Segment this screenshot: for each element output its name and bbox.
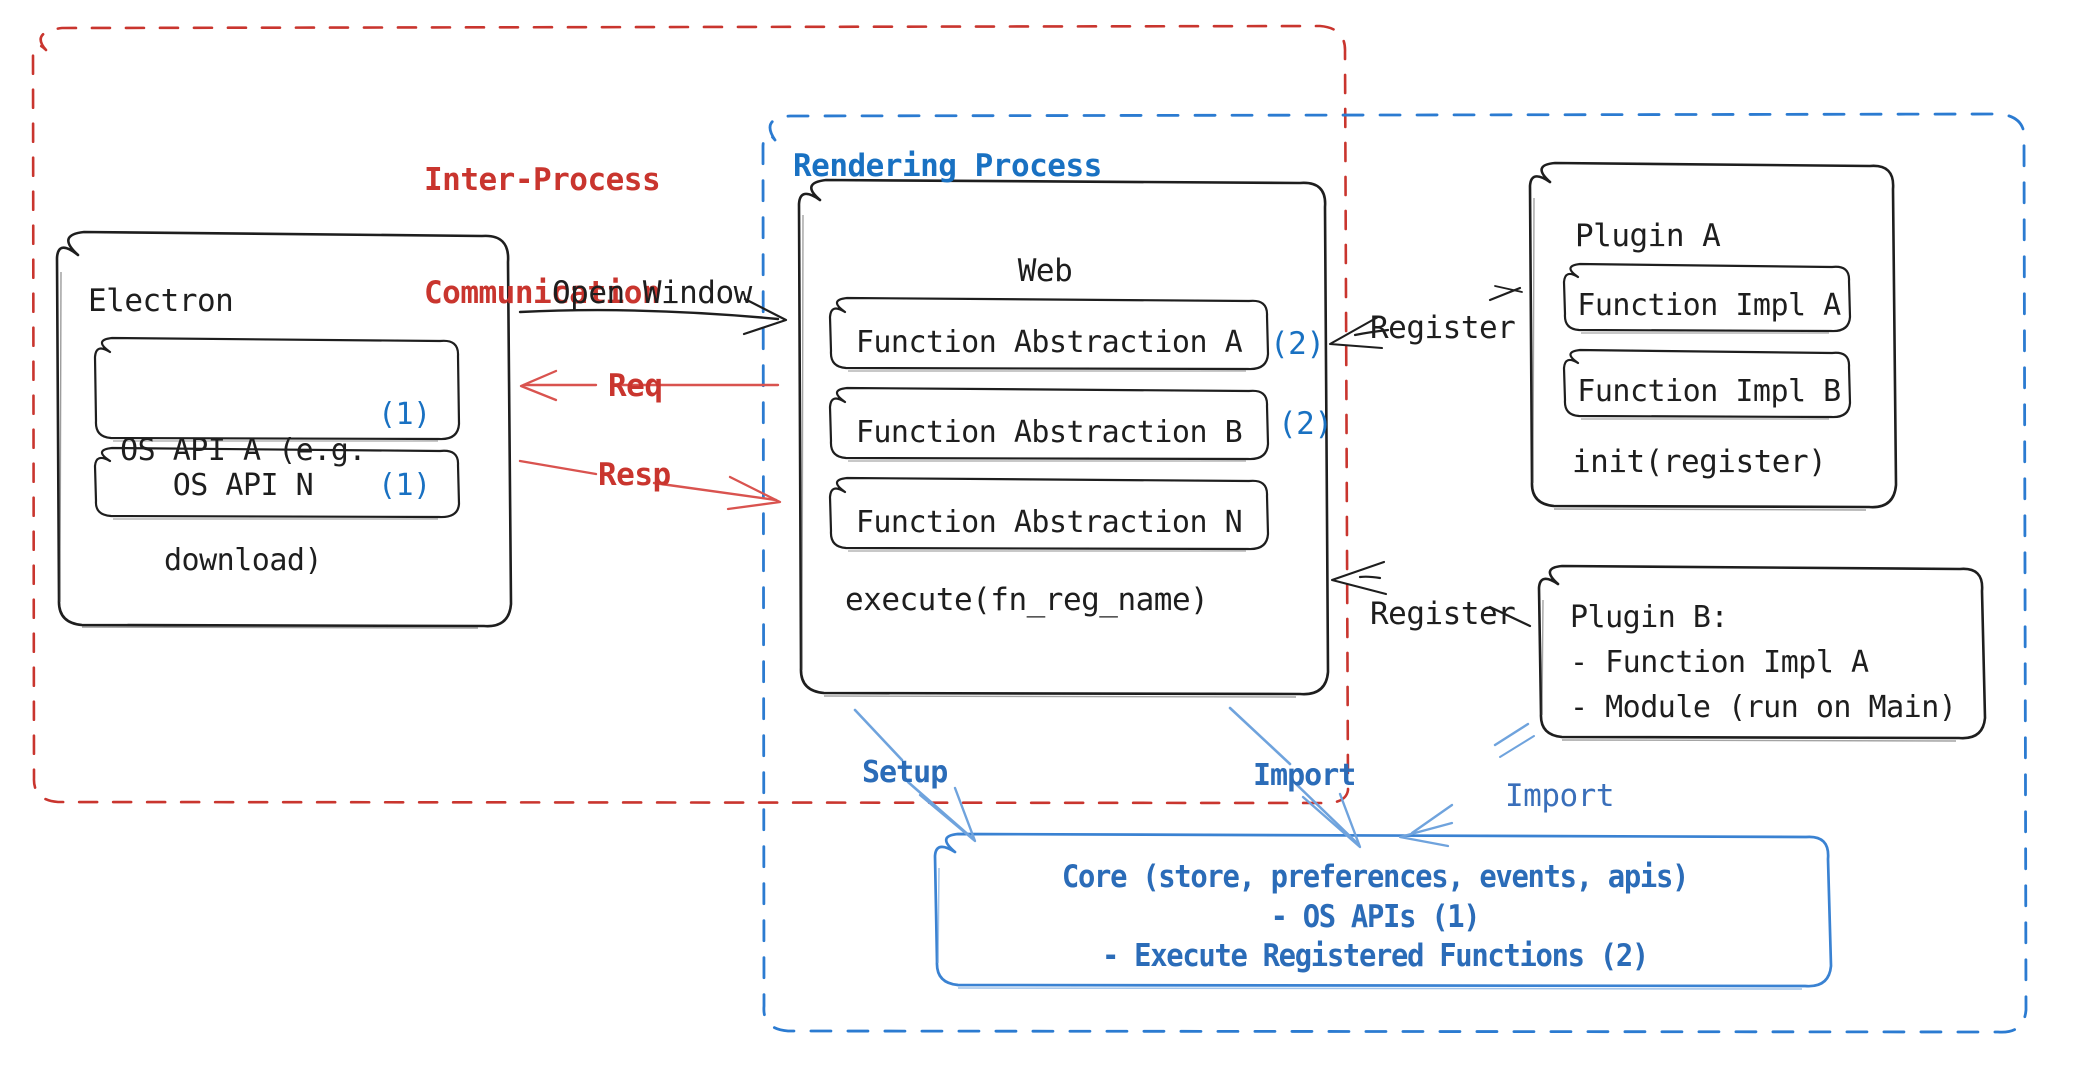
web-box-outline <box>797 178 1330 698</box>
plugin-a-init-label: init(register) <box>1572 444 1827 480</box>
function-impl-b-box-outline <box>1562 348 1852 420</box>
import-web-core-arrow <box>1228 706 1362 849</box>
open-window-arrow <box>518 297 788 336</box>
register-plugin-a-label: Register <box>1370 310 1516 346</box>
plugin-b-box-outline <box>1537 564 1987 742</box>
os-api-a-marker: (1) <box>378 397 431 432</box>
function-abstraction-a-marker: (2) <box>1270 326 1325 362</box>
core-line-3: - Execute Registered Functions (2) <box>1102 938 1649 975</box>
plugin-a-title: Plugin A <box>1575 218 1721 254</box>
function-abstraction-a-box-outline <box>828 296 1270 372</box>
os-api-a-label: OS API A (e.g. download) <box>120 433 366 578</box>
electron-box-outline <box>55 230 513 629</box>
os-api-a-box-outline <box>93 336 461 442</box>
setup-arrow <box>853 708 977 843</box>
setup-label: Setup <box>862 755 948 790</box>
req-label: Req <box>608 368 663 404</box>
plugin-b-item-1: - Module (run on Main) <box>1570 690 1957 725</box>
import-plugin-core-arrow <box>1398 722 1535 848</box>
function-abstraction-b-marker: (2) <box>1278 406 1333 442</box>
web-execute-label: execute(fn_reg_name) <box>845 582 1209 618</box>
resp-label: Resp <box>598 457 671 493</box>
open-window-label: Open Window <box>552 275 752 311</box>
plugin-a-box-outline <box>1528 161 1898 511</box>
resp-arrow <box>518 459 782 511</box>
core-line-2: - OS APIs (1) <box>1270 898 1481 935</box>
import-plugin-core-label: Import <box>1505 778 1614 814</box>
plugin-a-item-0: Function Impl A <box>1577 288 1841 323</box>
function-abstraction-n-label: Function Abstraction N <box>855 505 1243 540</box>
import-web-core-label: Import <box>1253 758 1356 793</box>
core-box-outline <box>933 832 1833 990</box>
ipc-boundary <box>31 24 1350 805</box>
ipc-boundary-title: Inter-Process Communication <box>424 161 661 312</box>
function-abstraction-n-box-outline <box>828 476 1270 552</box>
plugin-b-item-0: - Function Impl A <box>1570 645 1869 680</box>
electron-title: Electron <box>88 283 234 319</box>
register-plugin-a-arrow <box>1328 285 1523 350</box>
renderer-boundary-title: Rendering Process <box>793 148 1102 184</box>
os-api-n-label: OS API N <box>172 468 314 503</box>
req-arrow <box>519 369 780 402</box>
core-box-text: Core (store, preferences, events, apis) … <box>975 858 1775 977</box>
function-abstraction-b-box-outline <box>828 386 1270 462</box>
os-api-n-box-outline <box>93 446 461 520</box>
register-plugin-b-arrow <box>1330 560 1532 628</box>
os-api-n-marker: (1) <box>378 468 431 503</box>
function-abstraction-b-label: Function Abstraction B <box>855 415 1243 450</box>
plugin-a-item-1: Function Impl B <box>1577 374 1841 409</box>
function-abstraction-a-label: Function Abstraction A <box>855 325 1243 360</box>
renderer-boundary <box>761 112 2028 1034</box>
plugin-b-title: Plugin B: <box>1570 600 1729 635</box>
core-line-1: Core (store, preferences, events, apis) <box>1061 859 1689 895</box>
register-plugin-b-label: Register <box>1370 596 1516 632</box>
function-impl-a-box-outline <box>1562 262 1852 334</box>
web-title: Web <box>1017 253 1073 289</box>
